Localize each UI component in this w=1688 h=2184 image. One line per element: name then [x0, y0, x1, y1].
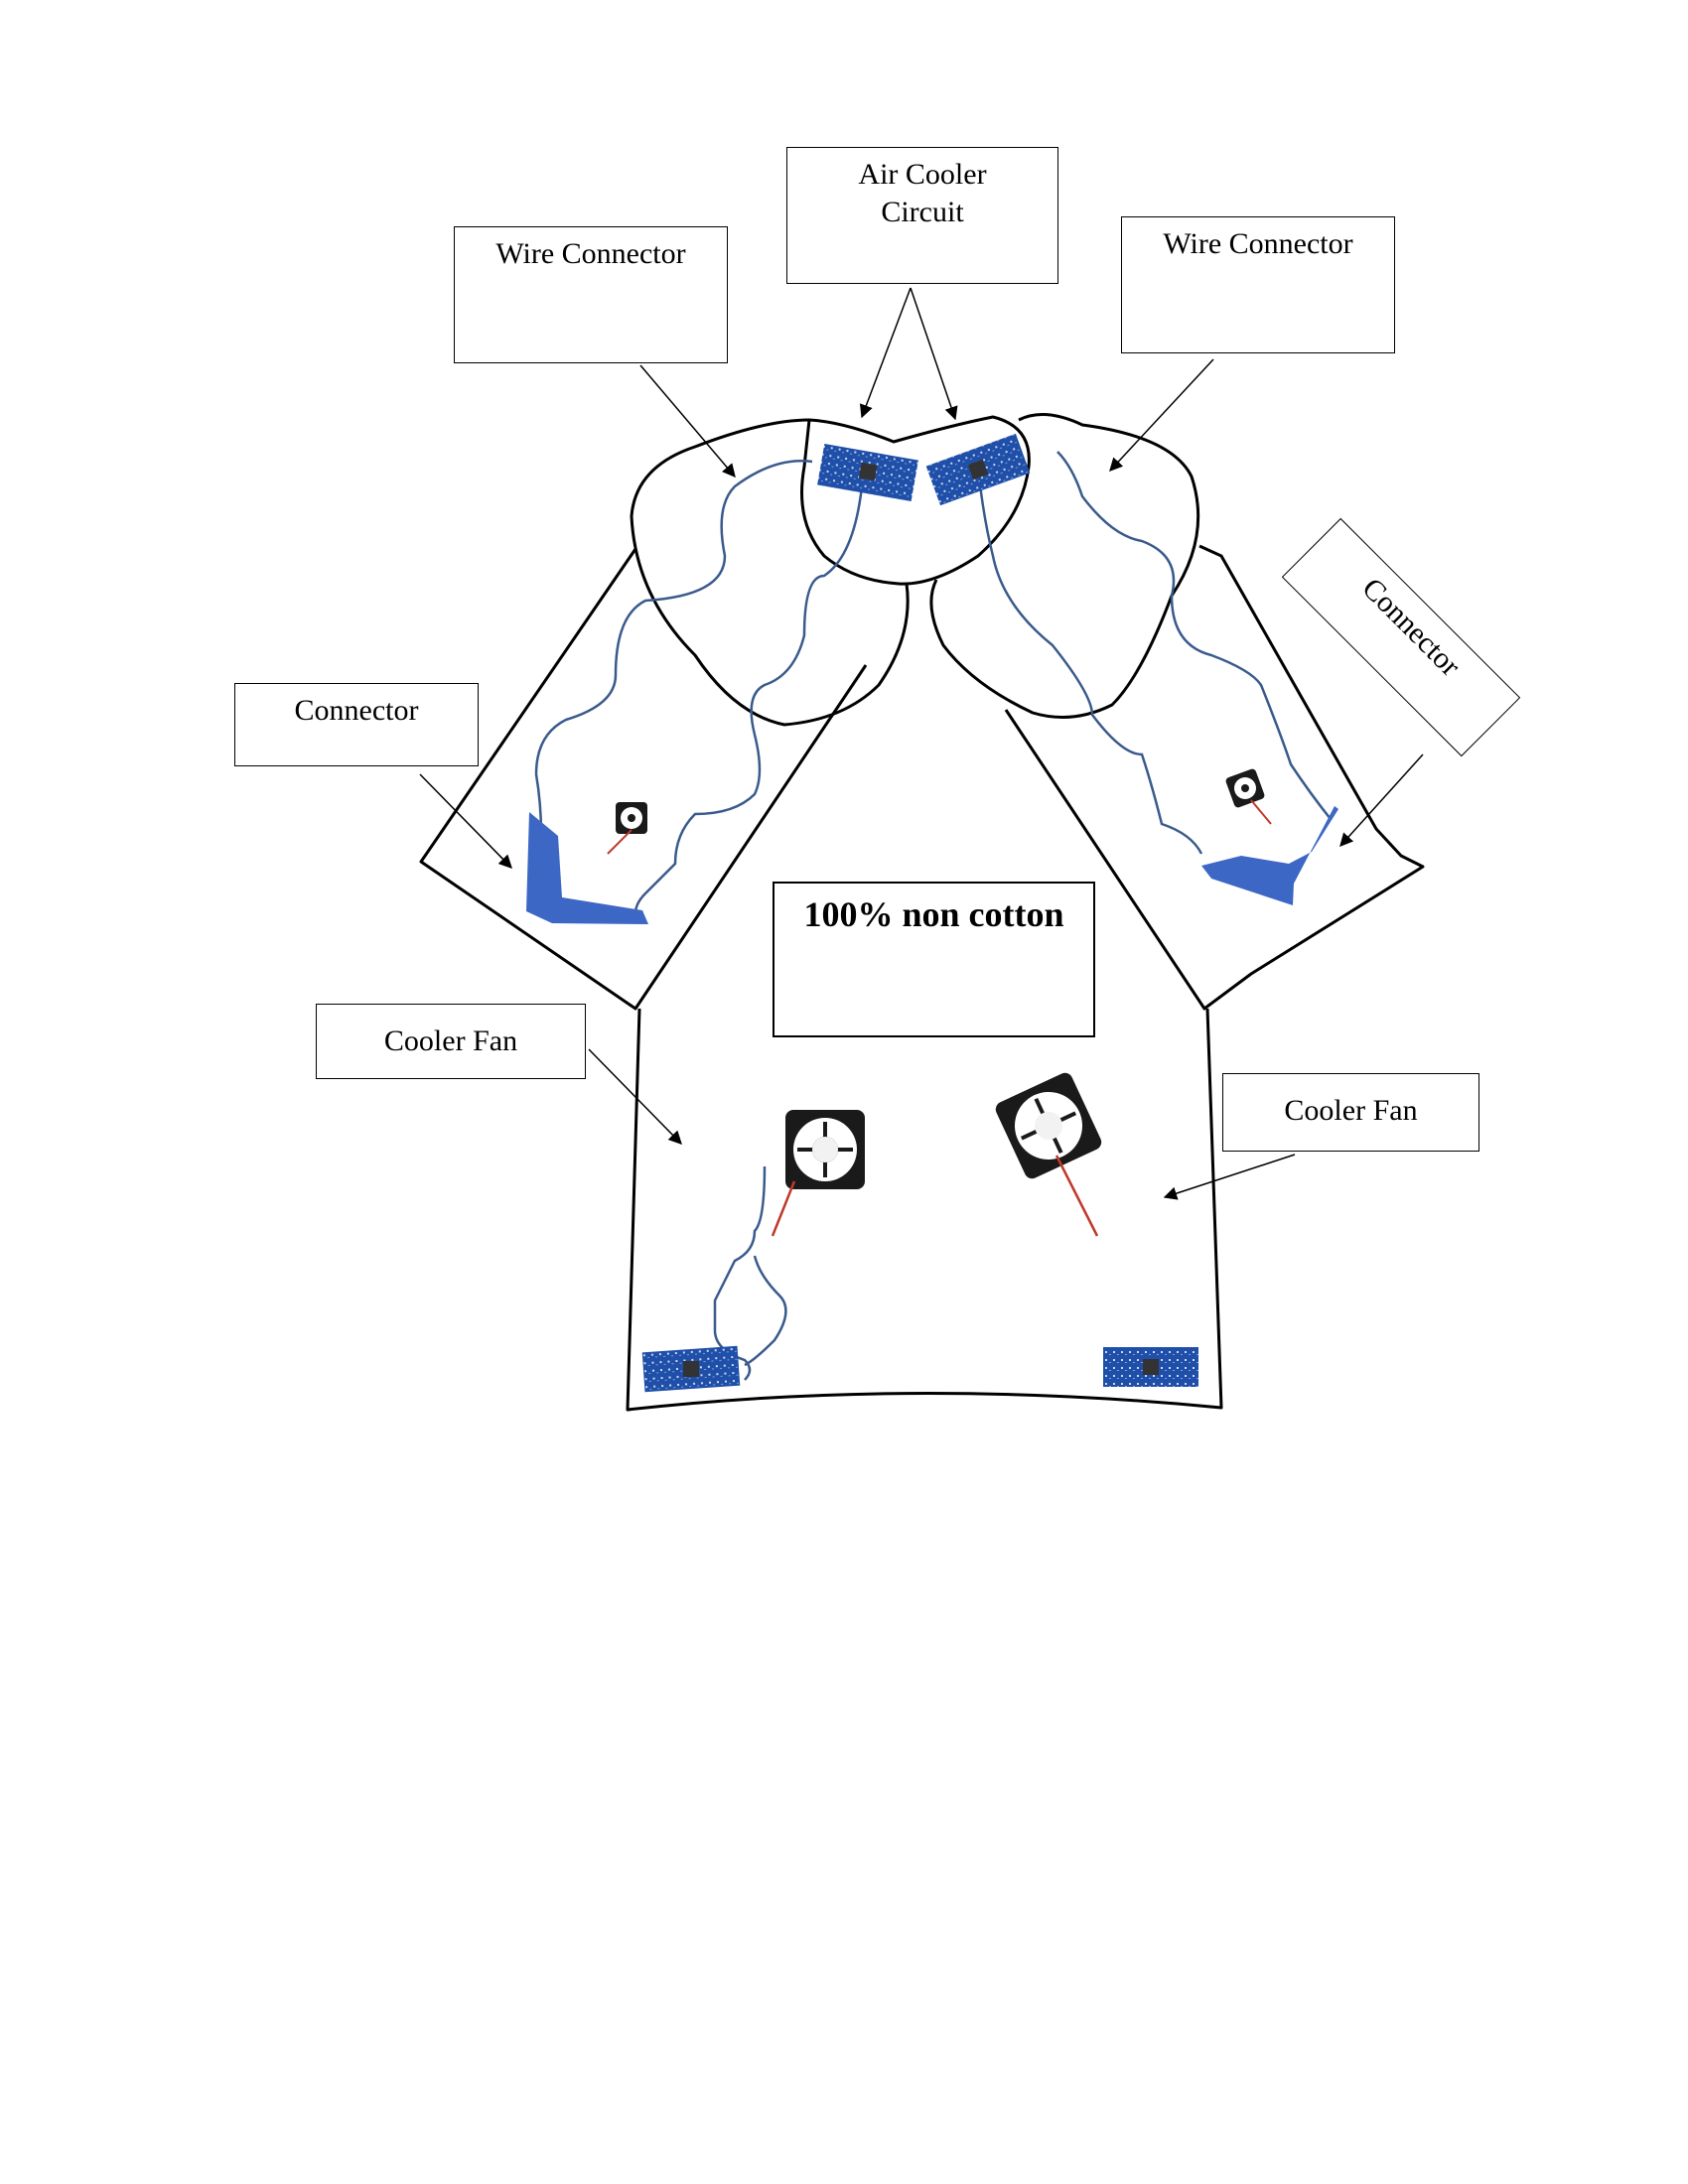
cooler-fan-left-label: Cooler Fan: [316, 1004, 586, 1079]
left-sleeve: [419, 548, 868, 1011]
arrow-connector-right: [1339, 753, 1424, 848]
shirt-torso: [626, 1008, 1223, 1412]
air-cooler-circuit-label: Air Cooler Circuit: [786, 147, 1058, 284]
arrow-air-cooler-left: [859, 287, 912, 419]
wire-connector-right-label: Wire Connector: [1121, 216, 1395, 353]
wire-left-outer: [534, 460, 813, 835]
arrow-air-cooler-right: [910, 287, 958, 421]
wire-right-outer: [1056, 451, 1332, 820]
wire-right-inner: [976, 466, 1203, 855]
fabric-note-label: 100% non cotton: [773, 882, 1095, 1037]
connector-left-text: Connector: [294, 694, 419, 727]
pointer-arrows: [419, 287, 1424, 1200]
cooler-fan-icon-small-left: [607, 802, 647, 855]
cooler-fan-icon-large-left: [771, 1110, 865, 1237]
cooler-fan-left-text: Cooler Fan: [383, 1024, 518, 1057]
arrow-cooler-fan-right: [1163, 1154, 1296, 1200]
cooler-fan-right-label: Cooler Fan: [1222, 1073, 1479, 1152]
wire-connector-right-text: Wire Connector: [1163, 227, 1353, 260]
arrow-cooler-fan-left: [588, 1048, 682, 1145]
connector-chevron-right-icon: [1201, 806, 1338, 905]
wire-left-inner: [633, 485, 864, 914]
wires: [534, 451, 1332, 1381]
cooler-fan-icon-small-right: [1225, 768, 1272, 825]
cooler-fan-icon-large-right: [995, 1072, 1102, 1179]
cooler-fan-right-text: Cooler Fan: [1284, 1094, 1418, 1127]
connector-left-label: Connector: [234, 683, 479, 766]
wire-bottom-left-2: [744, 1255, 787, 1367]
wire-bottom-left: [713, 1165, 767, 1381]
arrow-wire-connector-left: [639, 364, 736, 478]
fan-wire-large-right: [1055, 1155, 1099, 1237]
collar-neck: [800, 415, 1031, 586]
collar-right-lobe: [929, 413, 1200, 719]
collar-left-lobe: [630, 418, 910, 727]
wire-connector-left-label: Wire Connector: [454, 226, 728, 363]
shirt-outline: [419, 413, 1425, 1412]
fabric-note-text: 100% non cotton: [803, 894, 1064, 934]
connector-chevron-left-icon: [526, 812, 648, 924]
circuit-board-icon: [641, 433, 1198, 1393]
arrow-wire-connector-right: [1109, 358, 1214, 472]
arrow-connector-left: [419, 773, 512, 869]
right-sleeve: [1004, 544, 1425, 1011]
air-cooler-circuit-text: Air Cooler Circuit: [858, 158, 987, 228]
wire-connector-left-text: Wire Connector: [495, 237, 686, 270]
